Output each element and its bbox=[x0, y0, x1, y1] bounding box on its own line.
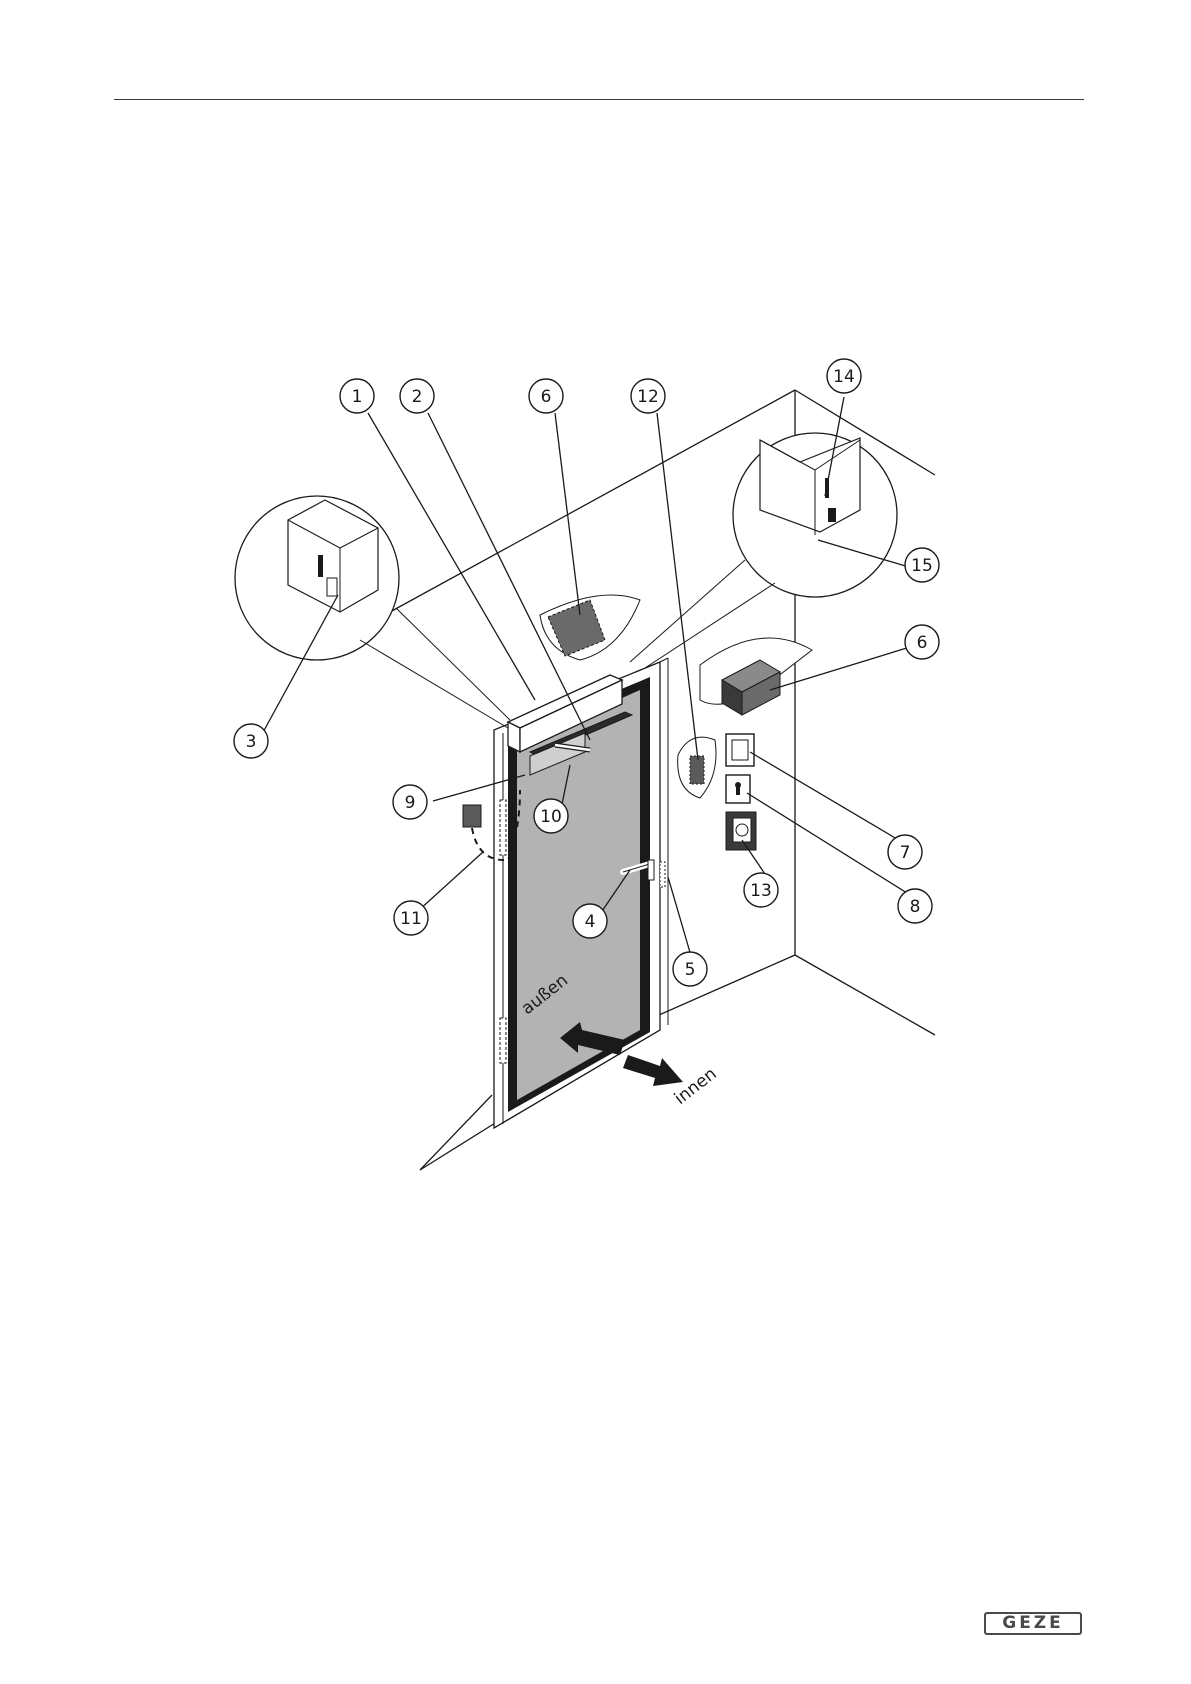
callout-number: 10 bbox=[540, 807, 562, 827]
callout-number: 5 bbox=[685, 960, 696, 980]
callout-c14: 14 bbox=[827, 359, 861, 393]
logo-text: GEZE bbox=[1002, 1615, 1064, 1632]
callout-number: 11 bbox=[400, 909, 422, 929]
callout-number: 3 bbox=[246, 732, 257, 752]
callout-c5: 5 bbox=[673, 952, 707, 986]
callout-number: 9 bbox=[405, 793, 416, 813]
callout-c6b: 6 bbox=[905, 625, 939, 659]
callout-c2: 2 bbox=[400, 379, 434, 413]
callout-number: 14 bbox=[833, 367, 855, 387]
callout-c6a: 6 bbox=[529, 379, 563, 413]
callout-c10: 10 bbox=[534, 799, 568, 833]
flush-box-upper bbox=[540, 595, 640, 660]
callout-c9: 9 bbox=[393, 785, 427, 819]
callout-number: 15 bbox=[911, 556, 933, 576]
callout-c7: 7 bbox=[888, 835, 922, 869]
callout-number: 13 bbox=[750, 881, 772, 901]
callout-c12: 12 bbox=[631, 379, 665, 413]
callout-c3: 3 bbox=[234, 724, 268, 758]
callout-c8: 8 bbox=[898, 889, 932, 923]
callout-number: 7 bbox=[900, 843, 911, 863]
geze-logo: GEZE bbox=[984, 1612, 1082, 1635]
callout-number: 1 bbox=[352, 387, 363, 407]
callout-c15: 15 bbox=[905, 548, 939, 582]
callout-c4: 4 bbox=[573, 904, 607, 938]
callout-c13: 13 bbox=[744, 873, 778, 907]
callout-number: 6 bbox=[541, 387, 552, 407]
callout-number: 6 bbox=[917, 633, 928, 653]
callout-c1: 1 bbox=[340, 379, 374, 413]
detail-magnifier-left bbox=[235, 496, 510, 728]
label-inside: innen bbox=[671, 1064, 721, 1109]
callout-number: 8 bbox=[910, 897, 921, 917]
callout-c11: 11 bbox=[394, 901, 428, 935]
callout-number: 2 bbox=[412, 387, 423, 407]
callout-number: 4 bbox=[585, 912, 596, 932]
wall-switches bbox=[726, 734, 756, 850]
detail-magnifier-right bbox=[630, 433, 897, 668]
callout-number: 12 bbox=[637, 387, 659, 407]
